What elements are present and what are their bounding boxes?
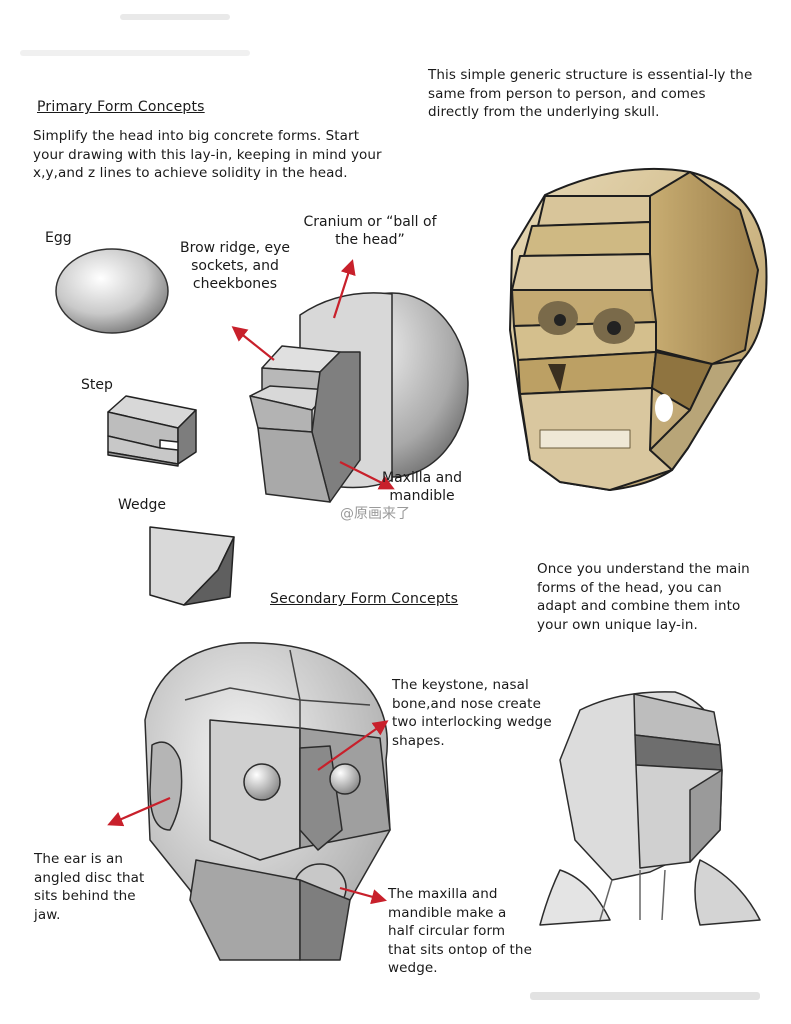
step-label: Step [81,377,113,393]
egg-label: Egg [45,230,72,246]
primary-form-heading: Primary Form Concepts [37,99,205,115]
secondary-form-heading: Secondary Form Concepts [270,591,459,607]
primary-intro-text: Simplify the head into big concrete form… [33,128,382,181]
wedge-label: Wedge [118,497,167,513]
egg-shape [55,248,169,334]
skull-planes-diagram [509,167,768,491]
step-shape [107,395,197,467]
blurred-header-bar [120,14,230,20]
brow-ridge-label: Brow ridge, eye sockets, and cheekbones [180,240,290,292]
mandible-note: The maxilla and mandible make a half cir… [388,886,532,976]
neck-sketch-diagram [539,691,761,926]
maxilla-label: Maxilla and mandible [382,470,462,504]
blurred-header-bar [20,50,250,56]
adapt-note: Once you understand the main forms of th… [537,561,750,633]
keystone-note: The keystone, nasal bone,and nose create… [392,677,552,749]
ear-note: The ear is an angled disc that sits behi… [34,851,145,923]
wedge-shape [149,526,235,606]
watermark: @原画来了 [340,506,410,522]
sketch-head-diagram [144,642,391,961]
cranium-label: Cranium or “ball of the head” [303,214,437,248]
skull-structure-note: This simple generic structure is essenti… [428,67,753,120]
annotation-arrows [107,259,395,905]
blurred-footer-bar [530,992,760,1000]
block-head-diagram [249,292,469,503]
